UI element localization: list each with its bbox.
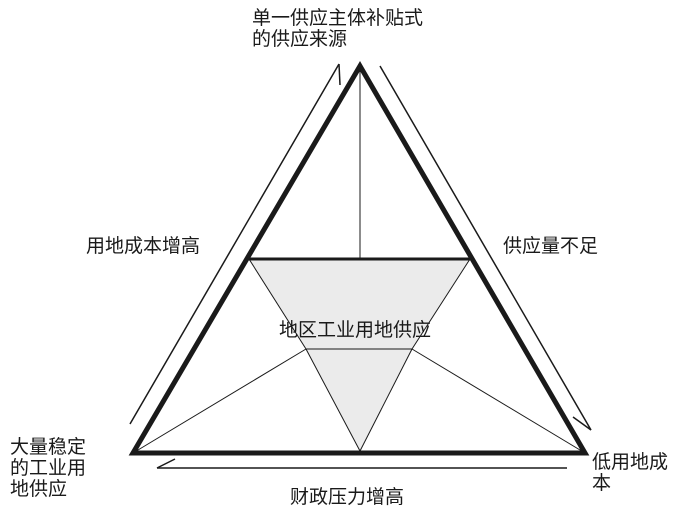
lower-left-spoke: [132, 348, 307, 454]
top-vertex-label: 单一供应主体补贴式 的供应来源: [252, 7, 424, 50]
bottom-edge-label: 财政压力增高: [290, 486, 405, 508]
bottom-right-vertex-label: 低用地成 本: [592, 451, 669, 494]
band-left-edge: [248, 258, 307, 350]
outer-triangle: [128, 61, 590, 456]
lower-right-spoke: [411, 348, 586, 454]
inner-right-edge: [359, 348, 413, 452]
center-label: 地区工业用地供应: [279, 319, 432, 341]
bottom-arrow-head: [156, 458, 176, 469]
band-right-edge: [411, 258, 471, 350]
right-edge-label: 供应量不足: [503, 235, 599, 257]
inner-left-edge: [305, 348, 361, 452]
left-edge-arrow: [129, 63, 340, 425]
left-arrow-head: [338, 63, 341, 86]
center-shaded-region: [249, 259, 470, 451]
left-edge-label: 用地成本增高: [86, 235, 201, 257]
right-arrow-head: [572, 416, 592, 431]
bottom-left-vertex-label: 大量稳定 的工业用 地供应: [10, 436, 87, 500]
right-edge-arrow: [379, 65, 592, 431]
